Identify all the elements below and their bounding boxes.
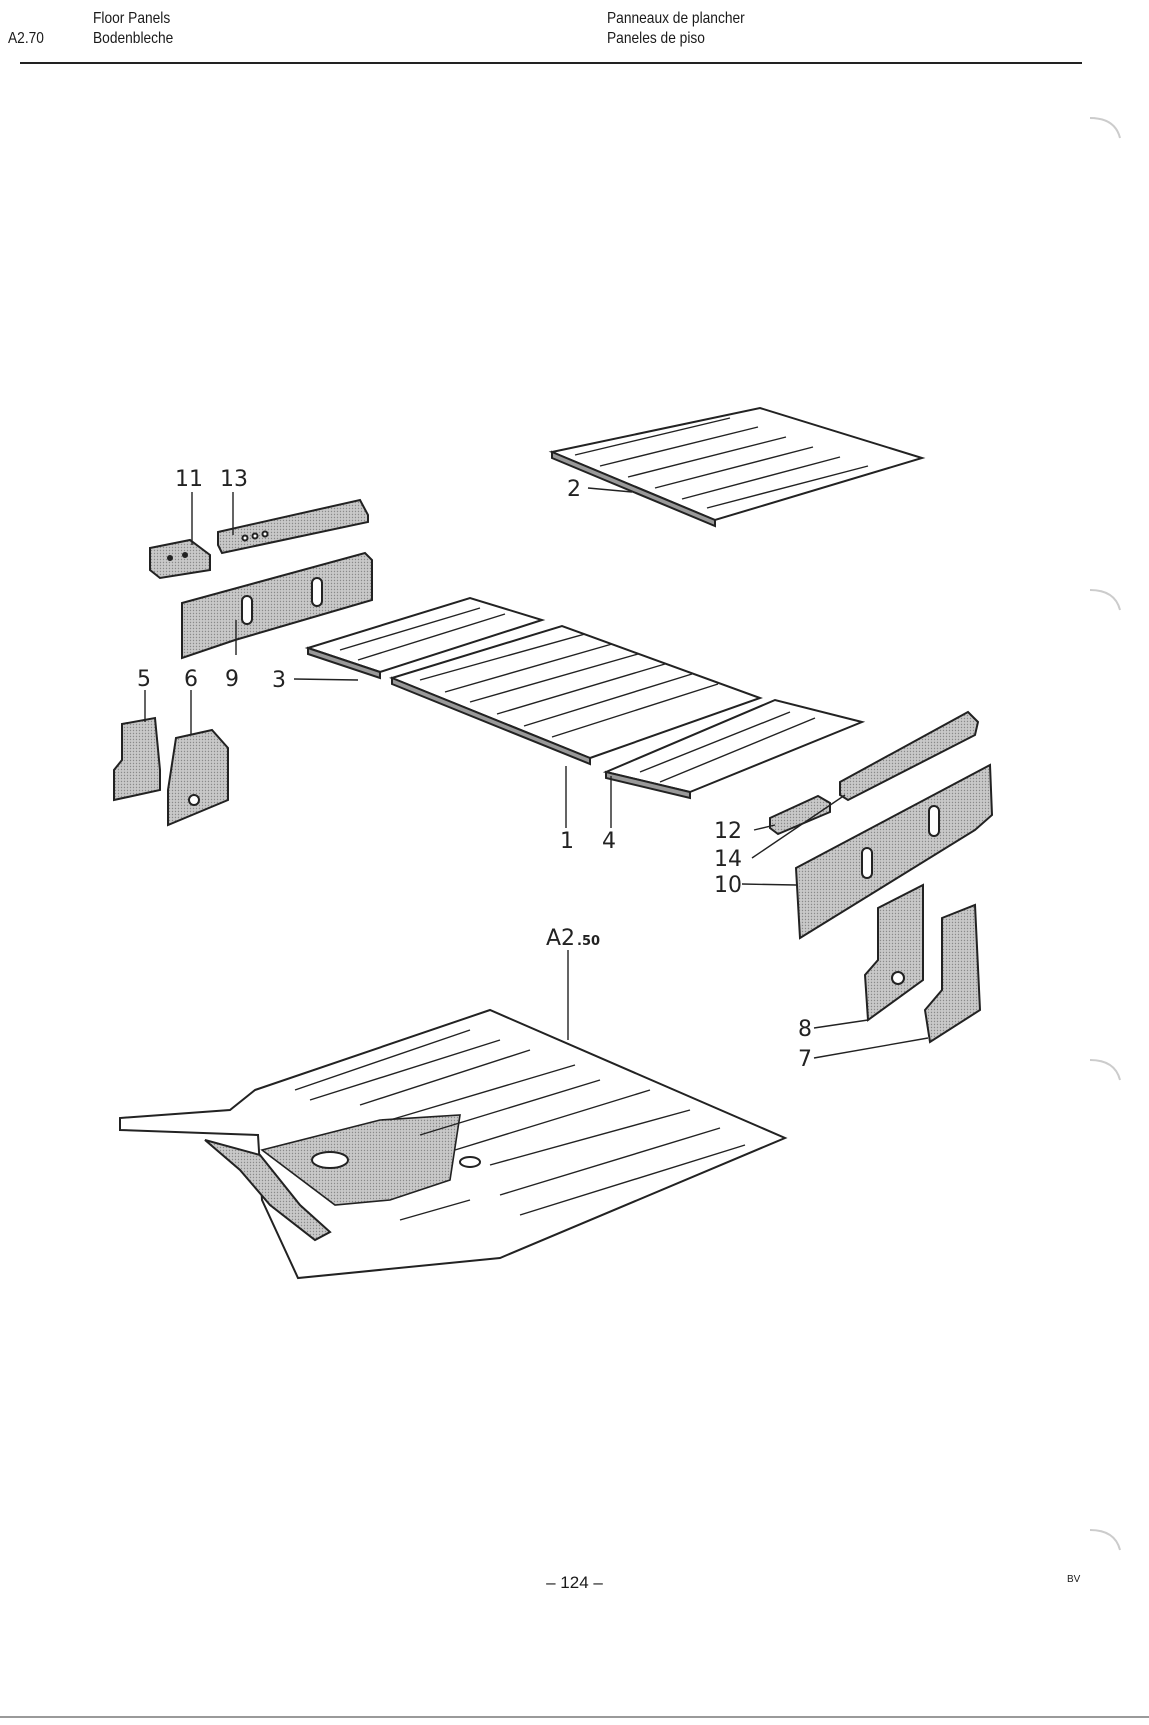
callout-14: 14: [714, 847, 742, 872]
callout-10: 10: [714, 873, 742, 898]
callout-2: 2: [567, 477, 581, 502]
page-number: – 124 –: [546, 1573, 603, 1592]
leader-lines: [144, 487, 929, 1059]
part-10-side-panel: [794, 763, 994, 940]
title-french: Panneaux de plancher: [607, 10, 745, 27]
callout-9: 9: [225, 667, 239, 692]
callout-6: 6: [184, 667, 198, 692]
title-spanish: Paneles de piso: [607, 30, 705, 47]
callout-1: 1: [560, 829, 574, 854]
callout-ref-sub: .50: [577, 934, 600, 949]
part-13-rail: [217, 498, 369, 555]
printer-mark: BV: [1067, 1574, 1081, 1585]
part-9-side-panel: [181, 551, 373, 660]
bottom-edge-rule: [0, 1716, 1149, 1718]
title-german: Bodenbleche: [93, 30, 174, 47]
part-4-floor-panel: [602, 698, 866, 800]
part-2-floor-panel: [548, 406, 926, 528]
part-1-floor-panel: [389, 624, 763, 766]
callout-4: 4: [602, 829, 616, 854]
main-floor-pan-assembly: [119, 1008, 788, 1280]
section-code: A2.70: [8, 30, 44, 47]
binder-hole-marks: [1089, 117, 1121, 1551]
part-12-bracket: [769, 794, 831, 836]
callout-labels: 11 13 2 5 6 9 3 1 4 12 14 10 8 7 A2 .50: [137, 467, 812, 1072]
title-english: Floor Panels: [93, 10, 171, 27]
part-7-bracket: [923, 903, 982, 1044]
callout-12: 12: [714, 819, 742, 844]
part-11-bracket: [149, 538, 211, 580]
callout-3: 3: [272, 668, 286, 693]
header-rule: [20, 62, 1082, 64]
part-5-bracket: [113, 716, 161, 802]
callout-13: 13: [220, 467, 248, 492]
callout-ref-main: A2: [546, 926, 575, 951]
callout-8: 8: [798, 1017, 812, 1042]
callout-7: 7: [798, 1047, 812, 1072]
callout-11: 11: [175, 467, 203, 492]
callout-5: 5: [137, 667, 151, 692]
part-14-rail: [839, 710, 980, 802]
part-3-floor-panel: [304, 596, 546, 680]
part-8-bracket: [863, 883, 924, 1022]
part-6-bracket: [167, 728, 229, 827]
